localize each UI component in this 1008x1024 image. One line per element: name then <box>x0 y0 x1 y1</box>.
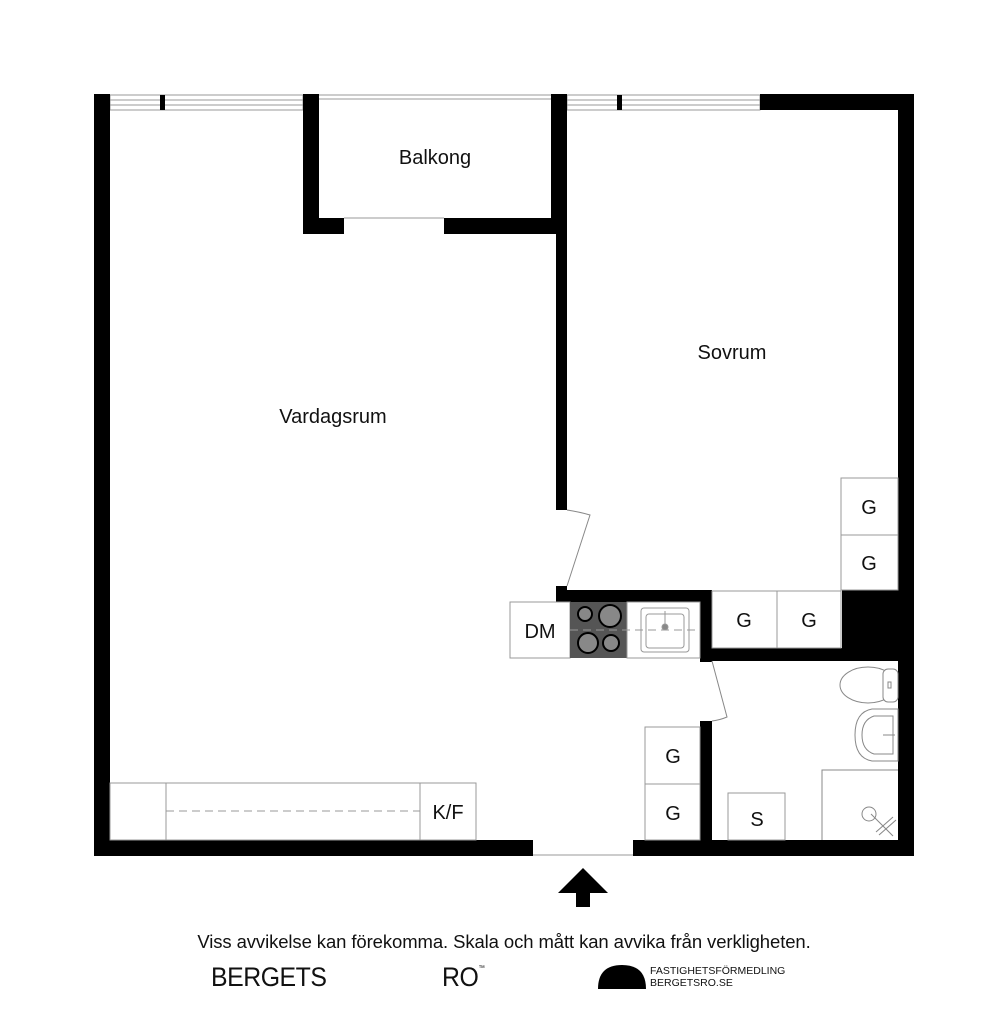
storage-label: S <box>750 809 763 831</box>
dishwasher-label: DM <box>524 621 555 643</box>
wardrobe-label: G <box>861 553 877 575</box>
agency-text: FASTIGHETSFÖRMEDLING BERGETSRO.SE <box>650 965 785 989</box>
agency-line-1: FASTIGHETSFÖRMEDLING <box>650 965 786 977</box>
storage-cabinet <box>727 792 786 841</box>
fridge-freezer-label: K/F <box>432 802 463 824</box>
wardrobe-label: G <box>665 803 681 825</box>
disclaimer-text: Viss avvikelse kan förekomma. Skala och … <box>197 931 811 952</box>
doors <box>566 509 728 722</box>
brand-logo-right: RO™ <box>442 962 485 993</box>
shower-icon <box>821 769 898 840</box>
wardrobe-label: G <box>861 497 877 519</box>
wardrobe-label: G <box>801 610 817 632</box>
agency-dome-icon <box>598 965 646 989</box>
wardrobe-label: G <box>736 610 752 632</box>
trademark-symbol: ™ <box>478 965 485 972</box>
washbasin-icon <box>854 708 899 762</box>
toilet-icon <box>839 666 899 704</box>
walls <box>94 94 914 856</box>
bedroom-wardrobes <box>840 477 899 591</box>
hall-wardrobes-top <box>711 590 842 649</box>
room-label-living-room: Vardagsrum <box>279 406 386 428</box>
windows <box>109 94 761 111</box>
living-room-storage <box>109 782 477 841</box>
room-label-balcony: Balkong <box>399 147 471 169</box>
agency-line-2: BERGETSRO.SE <box>650 977 733 989</box>
hall-wardrobes-bottom <box>644 726 701 841</box>
brand-logo-right-text: RO <box>442 962 479 992</box>
wardrobe-label: G <box>665 746 681 768</box>
stove-icon <box>577 604 622 654</box>
entrance-arrow-icon <box>558 868 608 907</box>
room-label-bedroom: Sovrum <box>698 342 767 364</box>
brand-logo-left: BERGETS <box>211 962 327 992</box>
sink-icon <box>640 607 690 653</box>
